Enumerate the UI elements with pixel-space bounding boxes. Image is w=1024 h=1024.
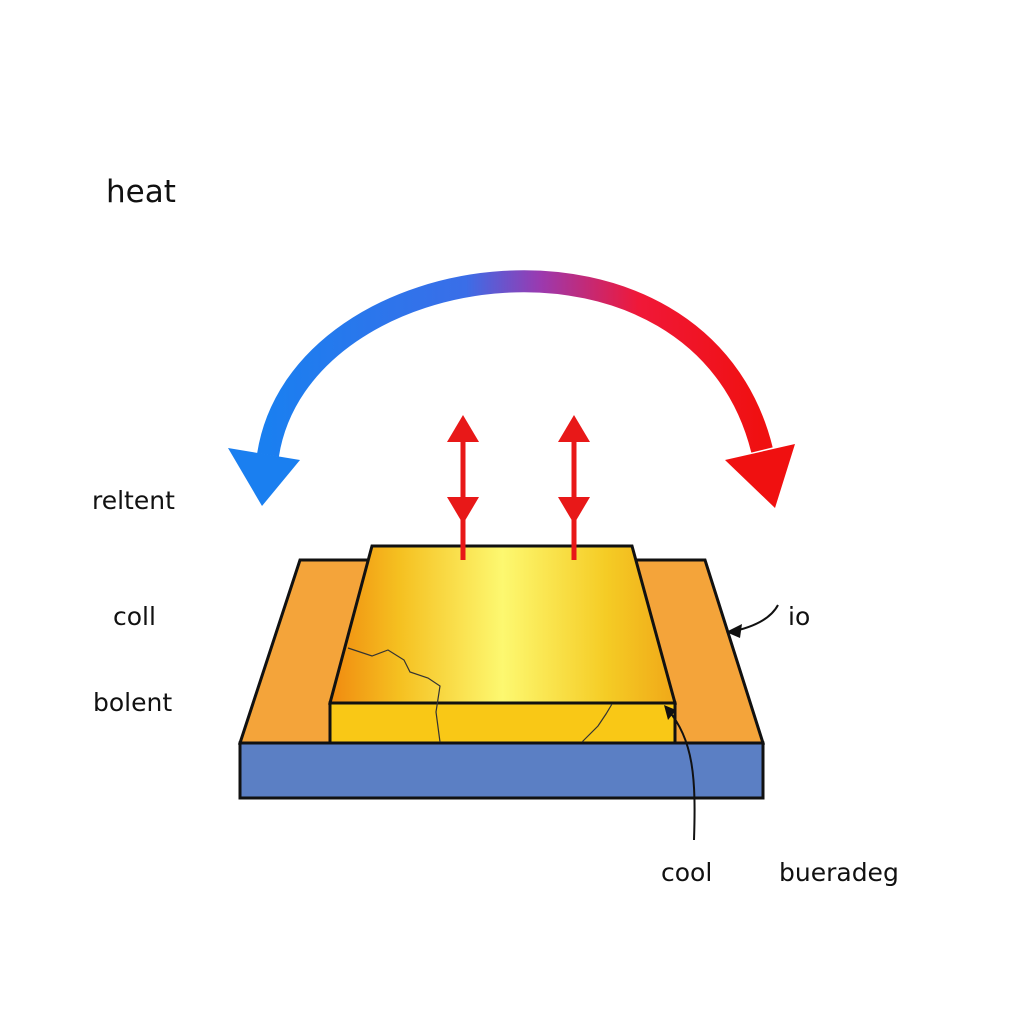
label-bolent: bolent [93,688,173,717]
cool-arrowhead-icon [664,705,676,720]
label-heat: heat [106,174,176,210]
crack-line [347,647,441,743]
block-top-face [328,544,677,705]
heat-cycle-arrow [228,270,795,508]
label-cool: cool [661,858,713,887]
block-front-face [328,701,677,745]
cool-leader-line [667,709,696,841]
label-bueradeg: bueradeg [779,858,899,887]
io-arrowhead-icon [726,624,742,638]
label-reltent: reltent [92,486,175,515]
crack-line [581,703,613,743]
label-io: io [788,602,811,631]
blue-arrowhead-icon [228,448,300,506]
substrate-layer [238,741,765,800]
heat-flux-arrow [447,415,479,560]
label-coll: coll [113,602,156,631]
red-arrowhead-icon [725,444,795,508]
heat-flux-arrow [558,415,590,560]
